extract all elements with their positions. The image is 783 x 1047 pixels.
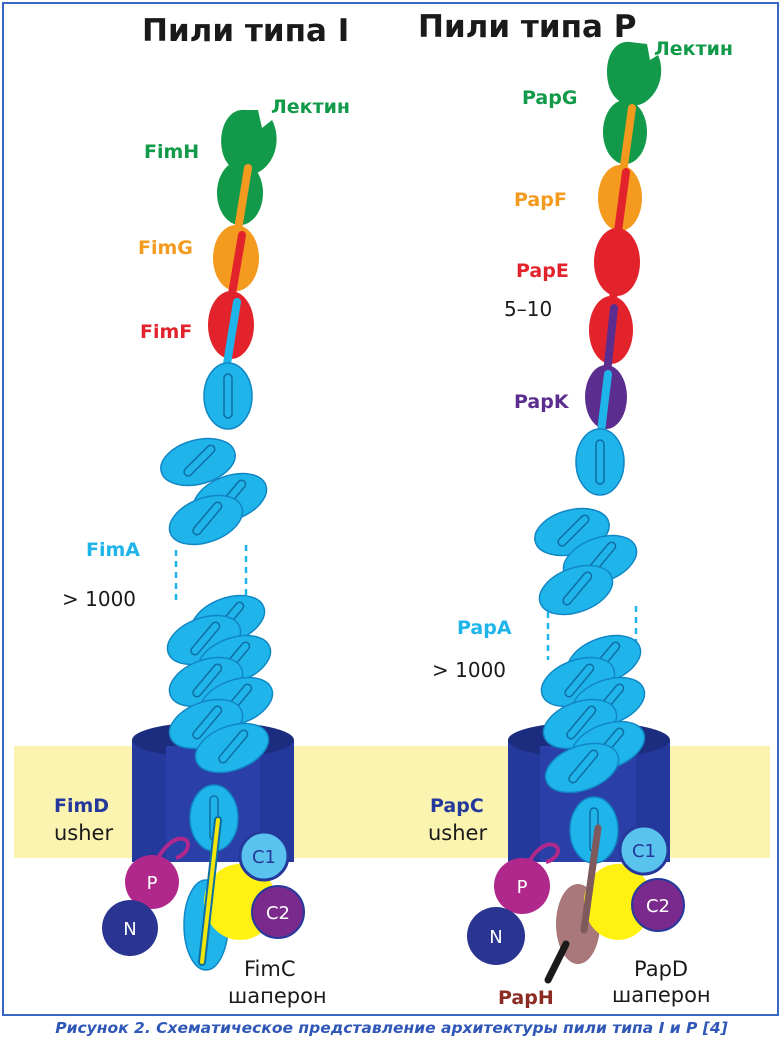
plug-linker [150, 836, 191, 873]
typeP-pilus: C1 C2 P N Лектин PapG PapF PapE 5–10 Pap… [428, 38, 733, 1009]
fimg-label: FimG [138, 237, 193, 259]
c1-domain [618, 824, 670, 876]
lectin-label: Лектин [271, 96, 350, 118]
n-label: N [123, 919, 136, 940]
fimd-label: FimD [54, 795, 109, 817]
papk-label: PapK [514, 391, 570, 413]
c2-domain [631, 878, 685, 932]
papd-chaperone-body [584, 864, 652, 940]
pape-count: 5–10 [504, 297, 552, 321]
type1-pilus: C1 C2 P N Лектин FimH FimG FimF FimA > 1… [54, 96, 350, 1008]
fima-label: FimA [86, 539, 140, 561]
chaperone-label: шаперон [228, 984, 327, 1008]
title-type1: Пили типа I [142, 13, 349, 49]
chaperone-label: шаперон [612, 983, 711, 1007]
fima-count: > 1000 [62, 587, 136, 611]
papa-label: PapA [457, 617, 512, 639]
figure-caption: Рисунок 2. Схематическое представление а… [55, 1019, 728, 1037]
plug-linker [522, 842, 561, 873]
c1-label: C1 [252, 847, 276, 868]
paph-anchor [544, 940, 570, 984]
usher-label: usher [428, 821, 487, 845]
c1-domain [238, 830, 290, 882]
n-label: N [489, 927, 502, 948]
lectin-label: Лектин [654, 38, 733, 60]
papa-strand [580, 824, 602, 934]
papg-label: PapG [522, 87, 577, 109]
c1-label: C1 [632, 841, 656, 862]
n-domain [467, 907, 525, 965]
c2-label: C2 [266, 903, 290, 924]
p-label: P [517, 877, 528, 898]
papd-label: PapD [634, 957, 688, 981]
fimh-lectin-domain [221, 109, 277, 175]
paph-label: PapH [498, 987, 554, 1009]
p-domain [125, 855, 179, 909]
usher-label: usher [54, 821, 113, 845]
pape-label: PapE [516, 260, 569, 282]
fima-rod-upper [154, 362, 274, 555]
papg-lectin-domain [606, 41, 662, 106]
title-typeP: Пили типа P [418, 9, 636, 45]
fimh-label: FimH [144, 141, 199, 163]
p-label: P [147, 873, 158, 894]
papa-count: > 1000 [432, 658, 506, 682]
n-domain [102, 900, 158, 956]
c2-domain [251, 885, 305, 939]
c2-label: C2 [646, 896, 670, 917]
papc-label: PapC [430, 795, 484, 817]
fimf-label: FimF [140, 321, 192, 343]
papf-label: PapF [514, 189, 567, 211]
papa-rod-upper [528, 428, 644, 625]
fimc-label: FimC [244, 957, 296, 981]
p-domain [494, 858, 550, 914]
